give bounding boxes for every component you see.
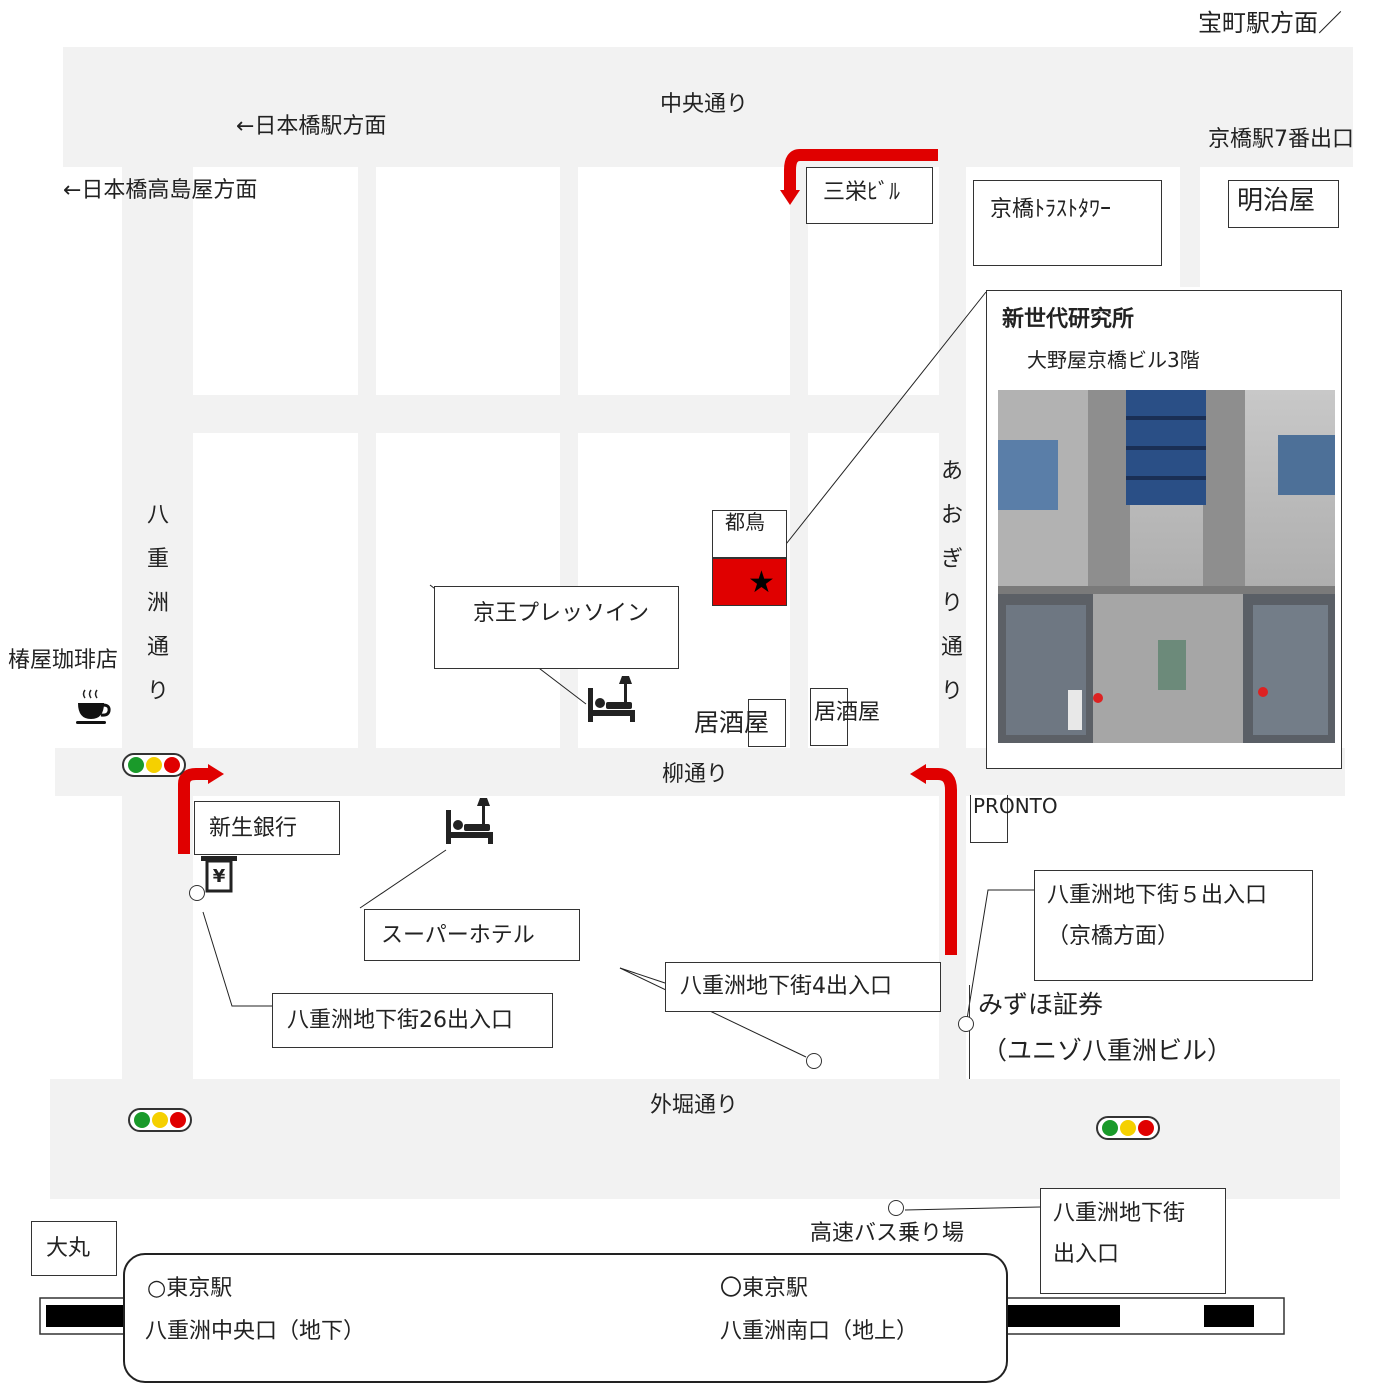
road-label-chuo: 中央通り (660, 92, 749, 117)
station-right-line1: 〇東京駅 (720, 1276, 809, 1301)
landmark-pronto (970, 795, 1008, 843)
landmark-miyako: 都鳥 (712, 510, 787, 558)
road-yaesu (122, 167, 193, 1079)
leader-line-exit4-a (619, 967, 666, 984)
station-left-line2: 八重洲中央口（地下） (145, 1319, 366, 1344)
road-cross (193, 395, 939, 433)
mizuho-line2: （ユニゾ八重洲ビル） (982, 1036, 1233, 1065)
landmark-daimaru: 大丸 (31, 1221, 117, 1276)
landmark-mizuho: みずほ証券 （ユニゾ八重洲ビル） (969, 985, 1270, 1079)
road-side-1 (358, 167, 376, 748)
exit-marker-5 (958, 1016, 974, 1032)
exit-marker-26 (189, 885, 205, 901)
road-label-yaesu: 八重洲通り (146, 503, 169, 704)
landmark-tsubakiya: 椿屋珈琲店 (8, 648, 119, 673)
destination-marker: ★ (712, 558, 787, 606)
destination-building: 大野屋京橋ビル3階 (1027, 348, 1200, 372)
road-label-aogiri: あおぎり通り (940, 459, 963, 704)
izakaya-2-label: 居酒屋 (814, 700, 881, 725)
pronto-label: PRONTO (973, 794, 1058, 818)
izakaya-1-label: 居酒屋 (694, 708, 770, 737)
leader-line-exit26 (202, 911, 272, 1007)
landmark-izakaya-1 (748, 699, 786, 747)
direction-nihonbashi-station: ←日本橋駅方面 (236, 114, 387, 139)
rail-block (1204, 1305, 1254, 1327)
direction-nihonbashi-takashimaya: ←日本橋高島屋方面 (63, 178, 258, 203)
hotel-icon (446, 798, 493, 844)
traffic-signal-icon (128, 1108, 192, 1132)
destination-name: 新世代研究所 (1002, 307, 1135, 332)
exit-5: 八重洲地下街５出入口 （京橋方面） (1034, 870, 1313, 981)
traffic-signal-icon (1096, 1116, 1160, 1140)
road-side-3 (790, 167, 808, 748)
leader-line-super-hotel (359, 849, 447, 909)
leader-line-exit-bottom (904, 1206, 1041, 1211)
exit-bottom: 八重洲地下街 出入口 (1040, 1188, 1226, 1294)
coffee-icon (76, 689, 111, 724)
mizuho-line1: みずほ証券 (978, 990, 1104, 1019)
landmark-trust-tower: 京橋ﾄﾗｽﾄﾀﾜｰ (973, 180, 1162, 266)
road-label-sotobori: 外堀通り (650, 1093, 739, 1118)
building-photo (998, 390, 1335, 743)
svg-text:¥: ¥ (213, 866, 226, 887)
landmark-meijiya: 明治屋 (1228, 180, 1339, 228)
road-right-strip (1180, 167, 1200, 287)
direction-takaracho: 宝町駅方面／ (1198, 9, 1342, 37)
exit-marker-4 (806, 1053, 822, 1069)
station-right-line2: 八重洲南口（地上） (720, 1319, 919, 1344)
station-left-line1: ○東京駅 (147, 1276, 233, 1301)
road-label-yanagi: 柳通り (662, 762, 729, 787)
traffic-signal-icon (122, 753, 186, 777)
atm-icon: ¥ (201, 856, 237, 893)
exit-marker-bus (888, 1200, 904, 1216)
landmark-keio-presso: 京王プレッソイン (434, 586, 679, 669)
landmark-sanei: 三栄ﾋﾞﾙ (806, 167, 933, 224)
exit-26: 八重洲地下街26出入口 (272, 993, 553, 1048)
landmark-super-hotel: スーパーホテル (364, 909, 580, 961)
star-icon: ★ (748, 564, 775, 600)
rail-block (1008, 1305, 1120, 1327)
exit-4: 八重洲地下街4出入口 (665, 962, 941, 1012)
direction-kyobashi-exit7: 京橋駅7番出口 (1208, 127, 1354, 152)
landmark-izakaya-2 (810, 688, 848, 746)
landmark-bus: 高速バス乗り場 (810, 1221, 965, 1246)
road-chuo (63, 47, 1353, 167)
hotel-icon (588, 676, 635, 722)
tokyo-station-box: ○東京駅 八重洲中央口（地下） 〇東京駅 八重洲南口（地上） (123, 1253, 1008, 1383)
landmark-shinsei-bank: 新生銀行 (194, 801, 340, 855)
